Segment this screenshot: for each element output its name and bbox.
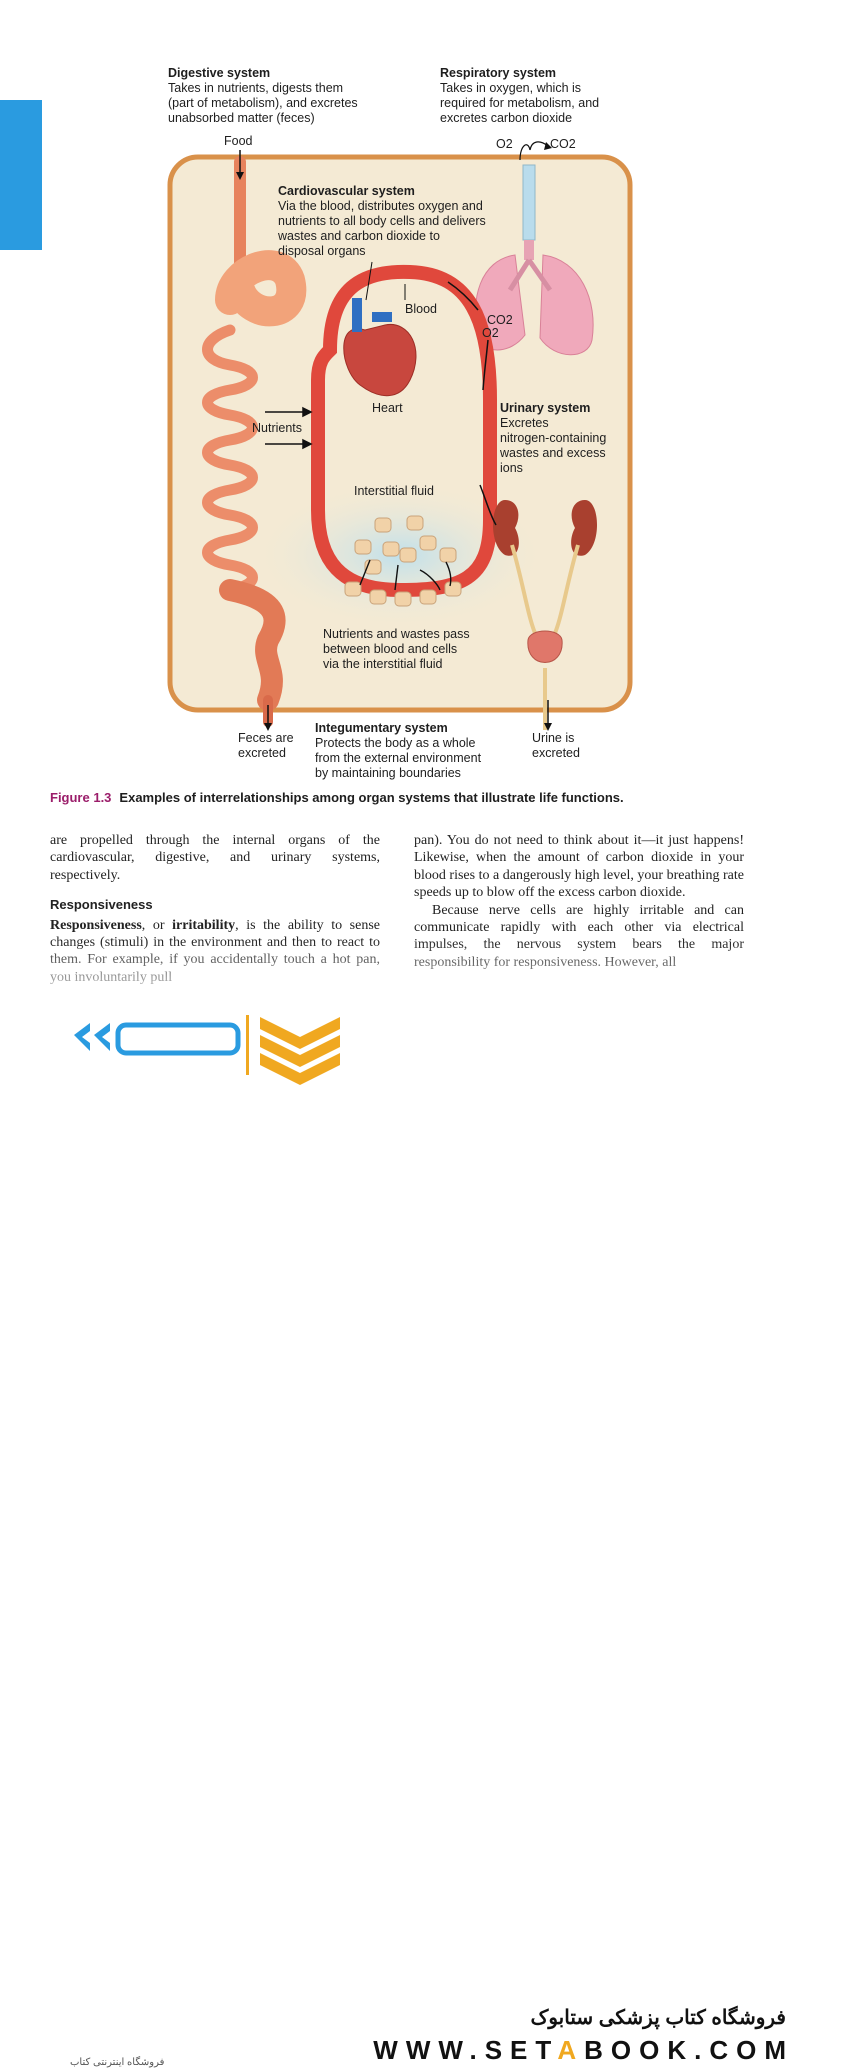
watermark-footer: فروشگاه اینترنتی کتاب فروشگاه کتاب پزشکی…	[0, 995, 844, 2068]
cells	[344, 515, 462, 607]
heart	[343, 298, 417, 397]
urinary-system-label: Urinary system Excretes nitrogen-contain…	[500, 401, 607, 475]
paragraph: are propelled through the internal organ…	[50, 833, 380, 883]
setabook-logo	[74, 1015, 340, 1085]
co2-lung-label: CO2	[487, 313, 513, 327]
co2-top-label: CO2	[550, 137, 576, 151]
figure-caption: Figure 1.3 Examples of interrelationships…	[50, 790, 624, 805]
exchange-label: Nutrients and wastes pass between blood …	[323, 627, 470, 671]
section-heading: Responsiveness	[50, 897, 153, 913]
food-label: Food	[224, 134, 253, 148]
cardiovascular-system-label: Cardiovascular system Via the blood, dis…	[278, 184, 486, 258]
feces-label: Feces are excreted	[238, 731, 294, 760]
brand-name-fa: فروشگاه کتاب پزشکی ستابوک	[530, 2007, 786, 2029]
o2-lung-label: O2	[482, 326, 499, 340]
page-fade	[0, 940, 844, 1000]
chapter-tab	[0, 100, 42, 250]
nutrients-label: Nutrients	[252, 421, 303, 435]
logo-subtitle: فروشگاه اینترنتی کتاب	[70, 2057, 165, 2068]
figure-caption-text: Examples of interrelationships among org…	[119, 790, 624, 805]
paragraph: pan). You do not need to think about it—…	[414, 833, 744, 901]
lungs	[474, 164, 594, 356]
organ-systems-figure	[167, 141, 633, 731]
o2-top-label: O2	[496, 137, 513, 151]
brand-url: WWW.SETABOOK.COM	[373, 2035, 794, 2065]
urine-label: Urine is excreted	[532, 731, 580, 760]
blood-vessel-loop	[311, 264, 497, 598]
heart-label: Heart	[372, 401, 403, 415]
blood-label: Blood	[405, 302, 437, 316]
digestive-system-label: Digestive system Takes in nutrients, dig…	[168, 66, 358, 125]
interstitial-fluid-label: Interstitial fluid	[354, 484, 434, 498]
respiratory-system-label: Respiratory system Takes in oxygen, whic…	[440, 66, 600, 125]
integumentary-system-label: Integumentary system Protects the body a…	[315, 721, 482, 780]
figure-number: Figure 1.3	[50, 790, 112, 805]
urinary-organs	[492, 500, 598, 730]
nutrient-arrows	[265, 406, 313, 450]
